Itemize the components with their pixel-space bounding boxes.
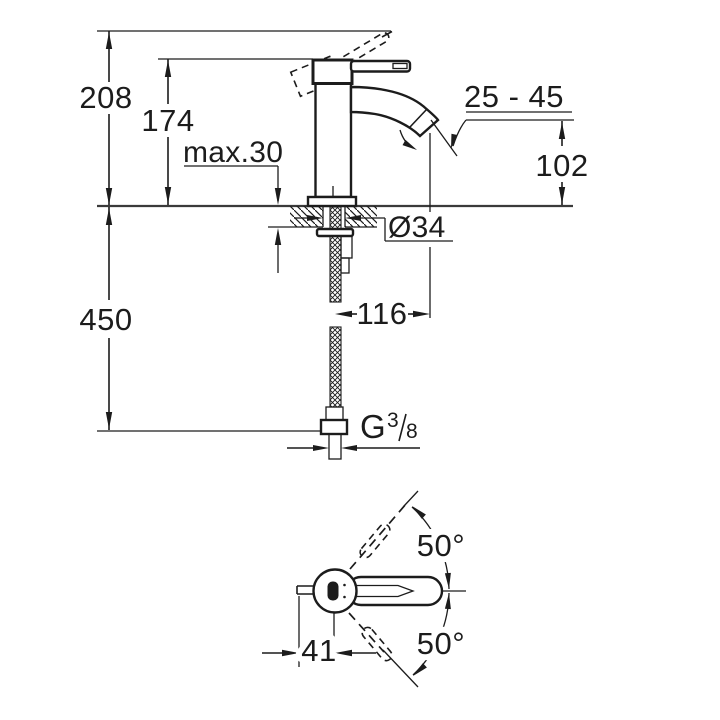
- lever-handle: [349, 59, 412, 73]
- lever-tip-detail: [392, 62, 408, 70]
- lever-lower-dashed: [361, 626, 393, 662]
- arrowhead: [164, 60, 172, 77]
- dim-label-swivel-upper: 50°: [417, 528, 465, 563]
- arrowhead: [558, 122, 566, 139]
- arrowhead: [402, 139, 417, 150]
- arrowhead: [335, 310, 352, 318]
- lever-upper-dashed: [359, 523, 391, 559]
- lever-top-view: [345, 575, 444, 607]
- arrowhead: [105, 208, 113, 225]
- dim-label-hose-length: 450: [79, 302, 132, 337]
- dim-label-spout-reach: 116: [357, 296, 408, 331]
- arrowhead: [451, 133, 458, 149]
- aerator-angle-leader: [452, 119, 467, 147]
- arrowhead: [105, 188, 113, 205]
- counter-section-left: [290, 206, 323, 227]
- mounting-stud-step: [340, 257, 350, 274]
- stream-direction-line: [430, 119, 458, 157]
- faucet-top-view: 50° 50° 41: [262, 490, 471, 688]
- arrowhead: [444, 572, 451, 589]
- arrowhead: [105, 412, 113, 429]
- connection-tube: [328, 433, 342, 460]
- arrowhead: [341, 445, 357, 451]
- detail-dot: [343, 595, 346, 599]
- arrowhead: [164, 187, 172, 204]
- arrowhead: [274, 188, 282, 205]
- arrowhead: [335, 649, 352, 657]
- dim-label-aerator-height: 174: [141, 103, 194, 138]
- spout: [349, 85, 440, 138]
- arrowhead: [558, 187, 566, 204]
- swivel-line-lower: [348, 612, 385, 653]
- arrowhead: [345, 215, 361, 221]
- thread-label-prefix: G: [360, 408, 386, 445]
- arrowhead: [274, 228, 282, 245]
- arrowhead: [313, 445, 329, 451]
- aerator-joint: [409, 108, 428, 128]
- arrowhead: [282, 649, 299, 657]
- arrowhead: [307, 215, 323, 221]
- arrowhead: [413, 310, 430, 318]
- dim-label-hole-diameter: Ø34: [388, 211, 446, 244]
- swivel-line-upper: [349, 503, 407, 570]
- mounting-stud: [340, 235, 353, 259]
- cartridge-slot: [327, 581, 339, 601]
- detail-dot: [343, 583, 346, 587]
- mounting-washer: [315, 227, 355, 238]
- arrowhead: [413, 663, 427, 676]
- hose-nut: [319, 418, 349, 436]
- dim-label-swivel-lower: 50°: [417, 626, 465, 661]
- faucet-body: [314, 81, 353, 199]
- arrowhead: [412, 506, 426, 519]
- faucet-side-view: 208 174 450 max.30: [79, 30, 588, 460]
- thread-label-denominator: 8: [406, 420, 418, 443]
- base-flange: [306, 195, 358, 208]
- dim-label-outlet-offset: 41: [301, 633, 336, 668]
- thread-label: G 3 8: [360, 408, 418, 445]
- arrowhead: [444, 593, 451, 610]
- fraction-slash: [398, 413, 407, 442]
- cartridge-cap: [311, 58, 354, 85]
- arrowhead: [105, 32, 113, 49]
- hose-ferrule: [325, 406, 344, 421]
- dim-label-aerator-angle: 25 - 45: [464, 79, 564, 114]
- dim-label-outlet-height: 102: [535, 148, 588, 183]
- dim-label-total-height: 208: [79, 80, 132, 115]
- dim-label-deck-thickness: max.30: [183, 136, 283, 169]
- thread-label-numerator: 3: [387, 409, 399, 432]
